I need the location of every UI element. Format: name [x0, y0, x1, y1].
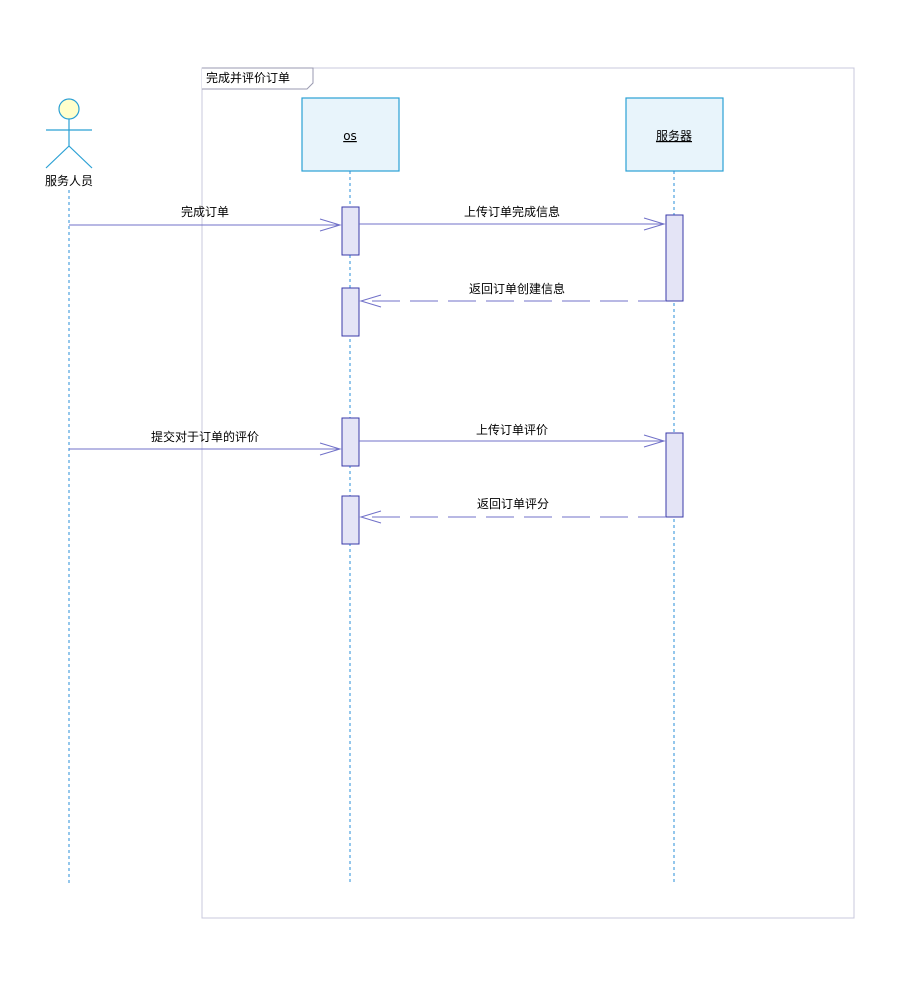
- message-submit-review: 提交对于订单的评价: [69, 429, 342, 456]
- actor-service-staff: 服务人员: [45, 98, 93, 188]
- message-return-creation-info: 返回订单创建信息: [359, 281, 666, 308]
- os-object-box: [301, 97, 400, 172]
- arrowhead-icon: [319, 442, 342, 456]
- arrowhead-icon: [359, 510, 382, 524]
- actor-label: 服务人员: [45, 173, 93, 188]
- arrowhead-icon: [359, 294, 382, 308]
- message-label: 上传订单评价: [476, 422, 548, 437]
- actor-right-leg: [68, 145, 93, 169]
- message-upload-completion-info: 上传订单完成信息: [359, 204, 666, 231]
- message-label: 提交对于订单的评价: [151, 429, 259, 444]
- diagram-frame: [201, 67, 855, 919]
- server-activation-1: [665, 214, 684, 302]
- server-activation-2: [665, 432, 684, 518]
- os-activation-4: [341, 495, 360, 545]
- server-object-label: 服务器: [656, 128, 692, 143]
- message-return-score: 返回订单评分: [359, 497, 666, 524]
- os-object-label: os: [343, 129, 357, 143]
- message-label: 上传订单完成信息: [464, 204, 560, 219]
- os-activation-2: [341, 287, 360, 337]
- os-activation-3: [341, 417, 360, 467]
- server-object-box: [625, 97, 724, 172]
- message-label: 完成订单: [181, 204, 229, 219]
- arrowhead-icon: [643, 217, 666, 231]
- lifeline-server: 服务器: [625, 97, 724, 885]
- frame-title: 完成并评价订单: [206, 70, 290, 85]
- frame-title-tab: [202, 67, 314, 90]
- message-label: 返回订单创建信息: [469, 281, 565, 296]
- message-label: 返回订单评分: [477, 497, 549, 511]
- actor-head: [58, 98, 80, 120]
- arrowhead-icon: [319, 218, 342, 232]
- message-complete-order: 完成订单: [69, 204, 342, 232]
- os-activation-1: [341, 206, 360, 256]
- actor-left-leg: [45, 145, 70, 169]
- message-upload-review: 上传订单评价: [359, 422, 666, 448]
- arrowhead-icon: [643, 434, 666, 448]
